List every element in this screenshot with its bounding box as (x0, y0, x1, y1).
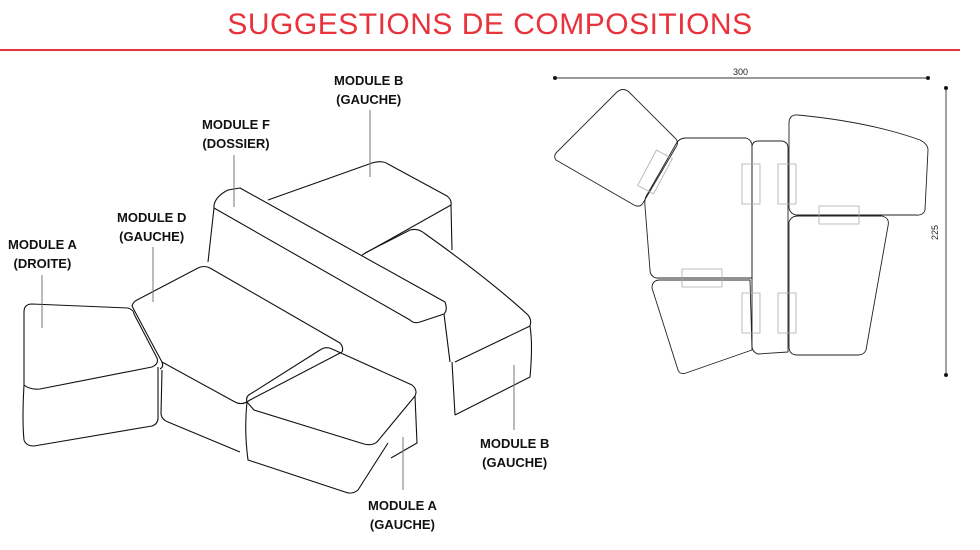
label-module-d-gauche: MODULE D (GAUCHE) (117, 210, 187, 244)
label-module-a-droite: MODULE A (DROITE) (8, 237, 77, 271)
isometric-sofa-drawing (22, 110, 533, 494)
label-module-b-gauche-top: MODULE B (GAUCHE) (334, 73, 404, 107)
label-module-a-gauche: MODULE A (GAUCHE) (368, 498, 437, 532)
label-module-f-dossier: MODULE F (DOSSIER) (202, 117, 270, 151)
label-module-b-gauche-right: MODULE B (GAUCHE) (480, 436, 550, 470)
width-dimension: 300 (733, 67, 749, 77)
depth-dimension: 225 (930, 224, 940, 240)
page-title: SUGGESTIONS DE COMPOSITIONS (227, 8, 753, 41)
title-divider (0, 49, 960, 51)
